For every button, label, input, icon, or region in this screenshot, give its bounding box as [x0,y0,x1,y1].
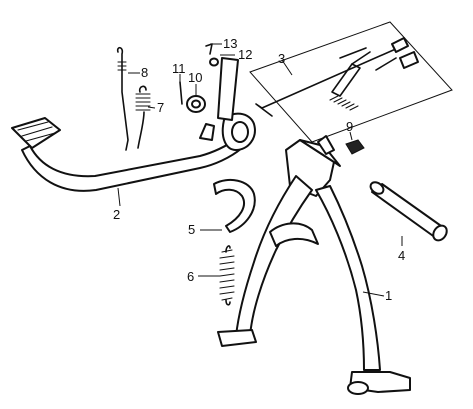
callout-1: 1 [385,288,392,303]
callout-12: 12 [238,47,252,62]
callout-10: 10 [188,70,202,85]
part-8-spring-rod [116,46,129,151]
part-7-spring [135,85,151,149]
part-5-stopper [213,178,256,233]
callout-9: 9 [346,119,353,134]
callout-11: 11 [172,61,186,76]
callout-5: 5 [188,222,195,237]
part-13-bolt [205,43,213,55]
part-1-main-stand [217,135,411,395]
callout-labels: 1 2 3 4 5 6 7 8 9 10 11 12 13 [113,36,405,303]
callout-6: 6 [187,269,194,284]
part-11-pin [179,81,183,105]
leader-lines [117,43,403,297]
part-6-spring [219,245,235,306]
callout-13: 13 [223,36,237,51]
callout-7: 7 [157,100,164,115]
callout-2: 2 [113,207,120,222]
callout-3: 3 [278,51,285,66]
part-10-washer [186,95,206,113]
part-4-pivot-shaft [369,181,448,242]
part-3-rod-assembly [249,21,453,143]
part-12-clip [209,57,219,67]
part-2-kick-lever [11,57,256,192]
callout-4: 4 [398,248,405,263]
part-9-block [345,139,365,155]
callout-8: 8 [141,65,148,80]
